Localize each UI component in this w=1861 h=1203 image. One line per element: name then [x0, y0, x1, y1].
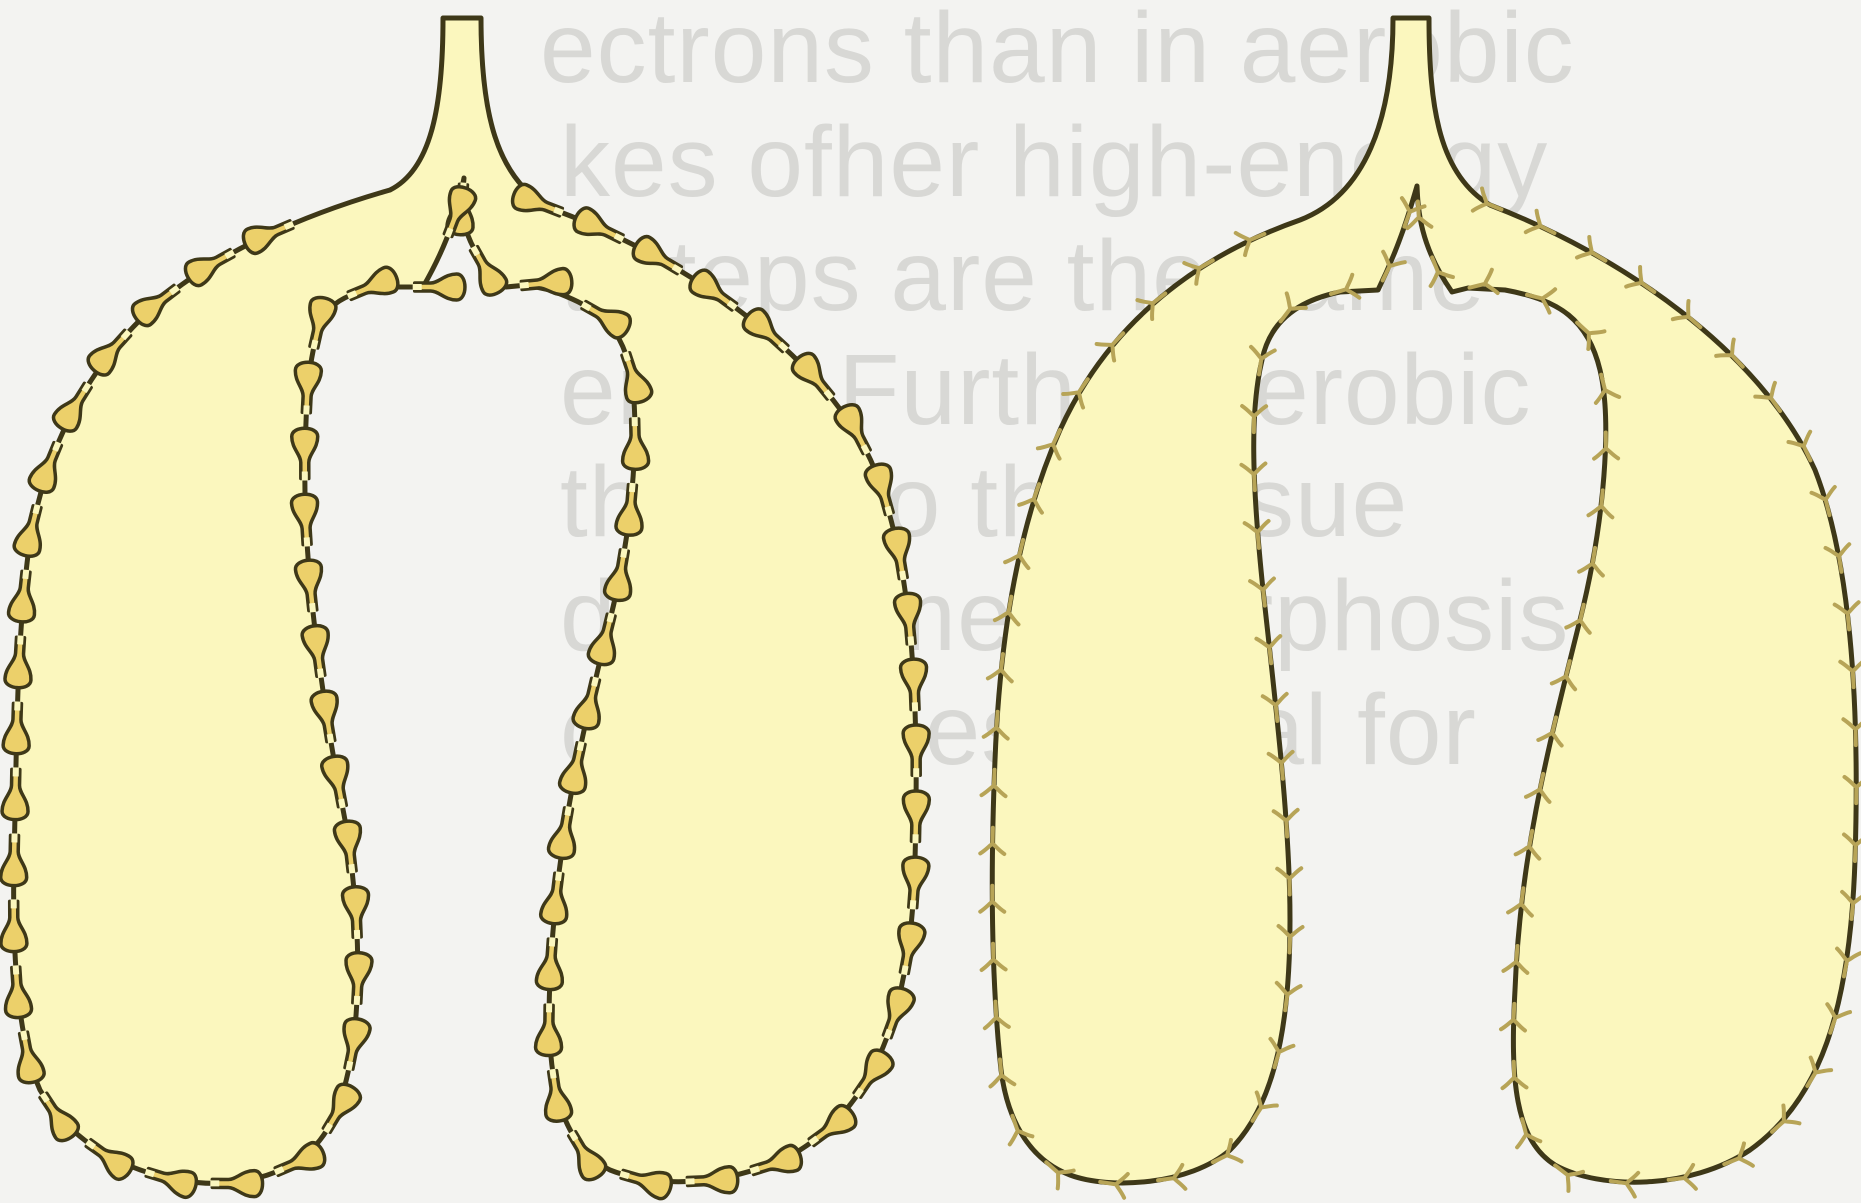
- lung-with-septa: [0, 18, 929, 1201]
- lung-outline: [992, 18, 1856, 1183]
- lung-with-alveoli: [980, 18, 1861, 1198]
